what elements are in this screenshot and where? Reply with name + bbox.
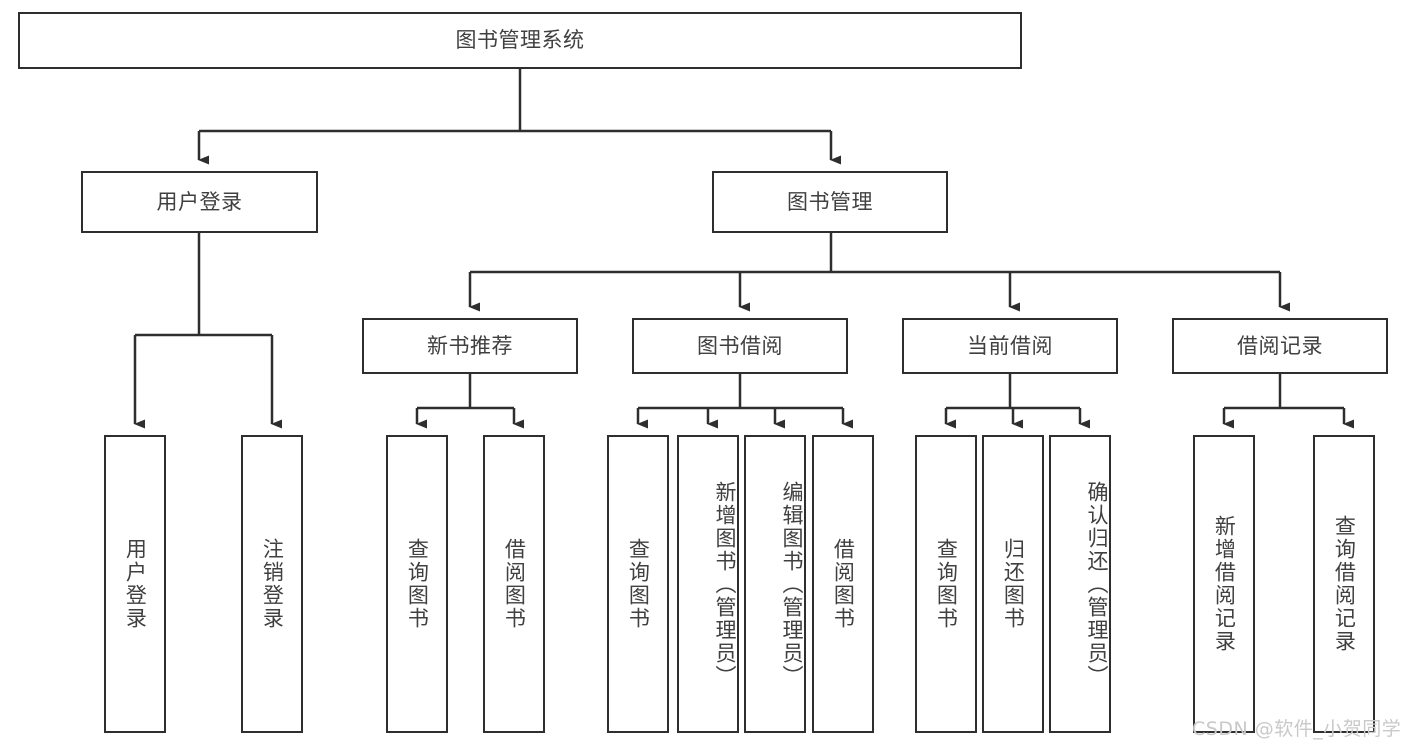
node-book-manage[interactable]: 图书管理 <box>712 171 948 233</box>
node-leaf-confirm-return[interactable]: 确认归还（管理员） <box>1049 435 1111 733</box>
watermark-credit: CSDN @软件_小贺同学 <box>1192 718 1402 740</box>
node-leaf-user-login[interactable]: 用户登录 <box>104 435 166 733</box>
node-leaf-query-book-3[interactable]: 查询图书 <box>915 435 977 733</box>
node-book-borrow[interactable]: 图书借阅 <box>632 318 848 374</box>
node-leaf-edit-book[interactable]: 编辑图书（管理员） <box>744 435 806 733</box>
node-root[interactable]: 图书管理系统 <box>18 12 1022 69</box>
node-leaf-logout[interactable]: 注销登录 <box>241 435 303 733</box>
node-user-login[interactable]: 用户登录 <box>81 171 318 233</box>
node-new-book-rec[interactable]: 新书推荐 <box>362 318 578 374</box>
node-leaf-borrow-book-1[interactable]: 借阅图书 <box>483 435 545 733</box>
node-leaf-query-record[interactable]: 查询借阅记录 <box>1313 435 1375 733</box>
node-leaf-return-book[interactable]: 归还图书 <box>982 435 1044 733</box>
node-leaf-borrow-book-2[interactable]: 借阅图书 <box>812 435 874 733</box>
node-leaf-query-book-1[interactable]: 查询图书 <box>386 435 448 733</box>
node-leaf-query-book-2[interactable]: 查询图书 <box>607 435 669 733</box>
node-borrow-record[interactable]: 借阅记录 <box>1172 318 1388 374</box>
node-leaf-add-record[interactable]: 新增借阅记录 <box>1193 435 1255 733</box>
node-current-borrow[interactable]: 当前借阅 <box>902 318 1118 374</box>
node-leaf-add-book[interactable]: 新增图书（管理员） <box>677 435 739 733</box>
